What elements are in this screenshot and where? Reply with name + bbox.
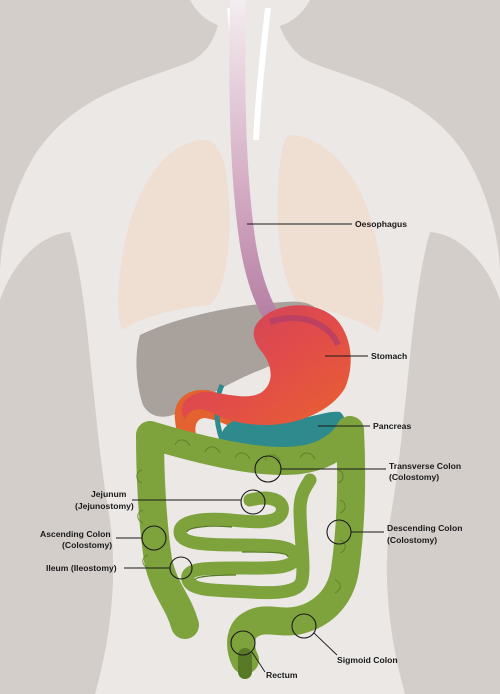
small-intestine — [173, 473, 317, 600]
label-jejunum-sub: (Jejunostomy) — [75, 501, 134, 511]
label-oesophagus: Oesophagus — [355, 219, 407, 229]
labels: Oesophagus Stomach Pancreas Transverse C… — [40, 219, 462, 680]
label-stomach: Stomach — [371, 351, 407, 361]
pointer-rectum — [251, 651, 266, 673]
label-transverse-colon: Transverse Colon — [389, 461, 461, 471]
oesophagus-organ — [229, 0, 280, 326]
pointers — [116, 223, 386, 673]
pointer-sigmoid-colon — [313, 632, 338, 656]
ring-rectum — [230, 630, 256, 656]
left-lung — [118, 140, 230, 330]
stomach-highlight — [269, 315, 341, 347]
ring-sigmoid-colon — [291, 613, 317, 639]
small-intestine-shading — [186, 525, 289, 581]
chin — [190, 0, 310, 30]
label-pancreas: Pancreas — [373, 421, 411, 431]
label-ileum: Ileum (Ileostomy) — [46, 563, 117, 573]
left-arm — [0, 232, 114, 694]
label-descending-colon-sub: (Colostomy) — [387, 535, 437, 545]
label-ascending-colon: Ascending Colon — [40, 529, 111, 539]
label-jejunum: Jejunum — [91, 489, 127, 499]
neck-line-right — [253, 7, 271, 141]
right-lung — [277, 135, 384, 332]
colon-haustra — [136, 439, 346, 594]
ring-jejunum — [240, 489, 266, 515]
label-descending-colon: Descending Colon — [387, 523, 462, 533]
label-rectum: Rectum — [266, 670, 298, 680]
colon — [136, 416, 366, 674]
stomach-organ — [181, 305, 351, 425]
label-ascending-colon-sub: (Colostomy) — [62, 540, 112, 550]
label-sigmoid-colon: Sigmoid Colon — [337, 655, 398, 665]
right-arm — [386, 232, 500, 694]
label-transverse-colon-sub: (Colostomy) — [389, 472, 439, 482]
